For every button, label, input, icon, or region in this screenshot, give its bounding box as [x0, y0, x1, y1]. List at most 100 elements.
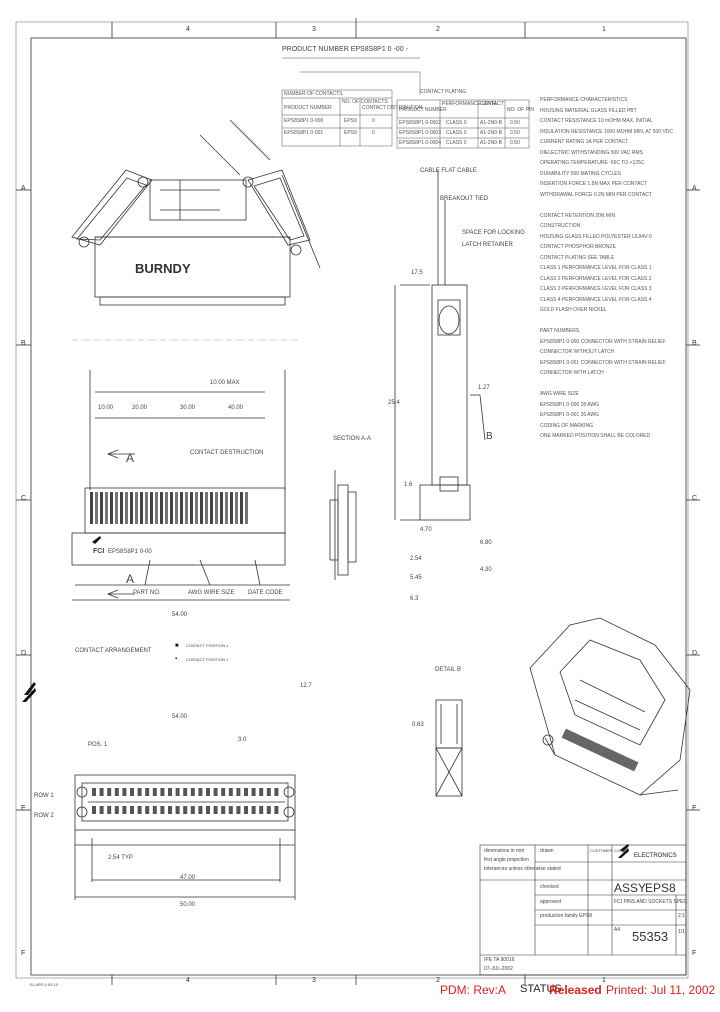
right-table-r3c2: CLASS 0 — [446, 140, 467, 146]
arrangement-pin — [244, 788, 248, 796]
zone-left-f: F — [21, 950, 26, 957]
tb-projection: first angle projection — [484, 857, 529, 863]
tb-rev-note: IPE TA 90016 — [484, 957, 515, 963]
dim-c1: 54.00 — [172, 714, 188, 720]
tb-title-prefix: ASSY — [614, 881, 647, 895]
arrangement-pin — [160, 806, 165, 814]
spec-line: GOLD FLASH OVER NICKEL — [540, 307, 607, 313]
spec-line: DIELECTRIC WITHSTANDING 500 VAC RMS — [540, 149, 643, 156]
arrangement-pin — [206, 806, 210, 814]
spec-line: CONTACT PLATING SEE TABLE — [540, 254, 615, 261]
dim-width-front: 54.00 — [172, 612, 188, 618]
arrangement-pin — [190, 806, 195, 814]
detail-b-marker: B — [486, 431, 493, 442]
spec-line: ONE MARKED POSITION SHALL BE COLORED — [540, 433, 651, 439]
spec-line: EPS8S8P1 0-000 CONNECTOR WITH STRAIN REL… — [540, 338, 666, 345]
arrangement-pin — [183, 806, 188, 814]
contact-pin — [190, 492, 193, 524]
spec-line: INSULATION RESISTANCE 1000 MOHM MIN. AT … — [540, 128, 673, 135]
left-table-h2: NO. OF CONTACTS — [342, 99, 388, 105]
right-table-h1: PRODUCT NUMBER — [399, 107, 447, 113]
contact-pin — [100, 492, 103, 524]
arrangement-pin — [198, 806, 203, 814]
contact-pin — [125, 492, 128, 524]
arrangement-pin — [122, 806, 127, 814]
arrangement-pin — [221, 788, 226, 796]
arrangement-pin — [236, 788, 241, 796]
zone-right-e: E — [692, 805, 697, 812]
left-table-r1c2: EPS9 — [344, 118, 357, 124]
right-table-r2c3: A1-2N0-B — [480, 130, 502, 136]
spec-line: EPS8S8P1 0-001 26 AWG — [540, 412, 600, 418]
spec-line: CONSTRUCTION — [540, 223, 581, 229]
dim-s2: 4.70 — [420, 527, 432, 533]
zone-left-a: A — [21, 185, 26, 192]
arrangement-pin — [145, 806, 150, 814]
right-table-r3c4: 0.50 — [510, 140, 520, 146]
tb-drawing-number: 55353 — [632, 929, 669, 944]
dim-c4: 12.7 — [300, 683, 312, 689]
arrangement-pin — [274, 806, 279, 814]
arrangement-pin — [122, 788, 127, 796]
zone-left-d: D — [21, 650, 27, 657]
left-table-r2c2: EPS9 — [344, 130, 357, 136]
zone-right-c: C — [692, 495, 698, 502]
arrangement-pin — [92, 788, 96, 796]
tb-description: production family EPS8 — [540, 913, 592, 919]
detail-b-title: DETAIL B — [435, 667, 462, 673]
tb-checked: checked — [540, 884, 559, 890]
arrangement-pin — [213, 806, 218, 814]
cable-note: CABLE FLAT CABLE — [420, 168, 477, 174]
dim-total-height: 10.00 MAX — [210, 380, 240, 386]
tb-company: ELECTRONICS — [634, 853, 677, 859]
spec-line: PERFORMANCE CHARACTERISTICS — [540, 97, 628, 103]
right-table-r1c3: A1-2N0-B — [480, 120, 502, 126]
burndy-logo-text: BURNDY — [135, 261, 191, 276]
arrangement-pin — [114, 788, 119, 796]
spec-line: CONNECTOR WITH LATCH — [540, 370, 604, 376]
left-table-r1c3: 0 — [372, 118, 375, 124]
zone-left-b: B — [21, 340, 26, 347]
arrangement-pin — [92, 806, 96, 814]
contact-pin — [170, 492, 173, 524]
arrangement-pin — [130, 806, 134, 814]
zone-top-2: 2 — [436, 26, 440, 33]
section-a-a-title: SECTION A-A — [333, 436, 372, 442]
arrangement-pin — [221, 806, 226, 814]
zone-bottom-4: 4 — [186, 977, 190, 984]
dim-s5: 2.54 — [410, 556, 422, 562]
right-table-r3c1: EPS8S8P1 0-0004 — [399, 140, 441, 146]
contact-pin — [175, 492, 178, 524]
spec-line: CONTACT RESISTANCE 10 mOHM MAX. INITIAL — [540, 118, 653, 124]
arrangement-pin — [183, 788, 188, 796]
section-marker-a-top: A — [126, 451, 135, 465]
breakout-note: BREAKOUT TIED — [440, 196, 489, 202]
dim-c3: 50.00 — [180, 902, 196, 908]
arrangement-pin — [228, 788, 233, 796]
legend-2: CONTACT POSITION 2 — [186, 657, 229, 662]
dim-s9: 6.3 — [410, 596, 419, 602]
left-table-r2c3: 0 — [372, 130, 375, 136]
spec-line: PART NUMBERS — [540, 328, 580, 334]
marking-text: EPS8S8P1 0-00 — [108, 549, 152, 555]
zone-right-b: B — [692, 340, 697, 347]
contact-pin — [215, 492, 218, 524]
contact-pin — [95, 492, 98, 524]
arrangement-pin — [274, 788, 279, 796]
detail-b-dim: 0.63 — [412, 722, 424, 728]
arrangement-pin — [107, 788, 112, 796]
dim-c2: 47.00 — [180, 875, 196, 881]
spec-line: CLASS 3 PERFORMANCE LEVEL FOR CLASS 3 — [540, 286, 652, 292]
tb-general: tolerances unless otherwise stated — [484, 866, 561, 872]
zone-bottom-3: 3 — [312, 977, 316, 984]
arrangement-pin — [213, 788, 218, 796]
dim-s1: 17.5 — [411, 270, 423, 276]
contact-pin — [210, 492, 213, 524]
arrangement-pin — [137, 788, 142, 796]
arrangement-pin — [206, 788, 210, 796]
zone-right-a: A — [692, 185, 697, 192]
dim-s10: 3.0 — [238, 737, 247, 743]
left-table-r2c1: EPS8S8P1 0-001 — [284, 130, 324, 136]
